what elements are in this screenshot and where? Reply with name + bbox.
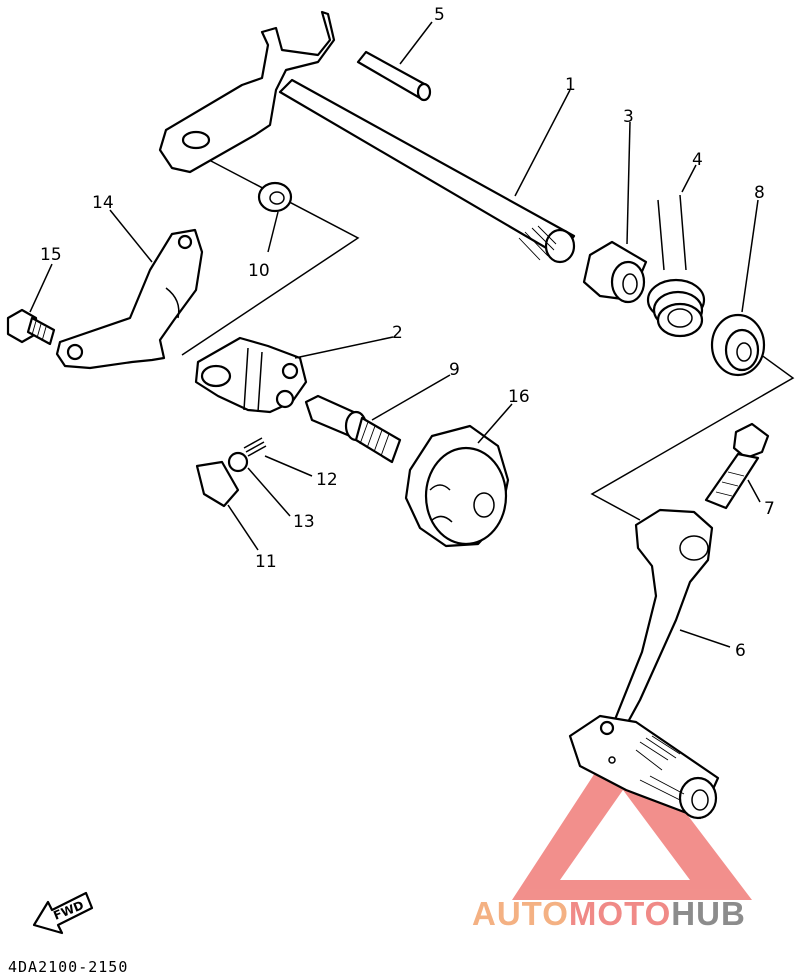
pawl-part-11 <box>195 460 240 508</box>
segment-part-2 <box>194 336 308 414</box>
shift-pedal-part-6 <box>568 508 720 820</box>
spring-part-12 <box>243 437 267 457</box>
callout-13: 13 <box>293 512 315 532</box>
pin-part-5 <box>356 50 432 102</box>
watermark-hub: HUB <box>671 895 746 932</box>
callout-7: 7 <box>764 499 775 519</box>
callout-11: 11 <box>255 552 277 572</box>
pin-part-13 <box>227 451 249 473</box>
bolt-part-7 <box>704 422 770 510</box>
callout-2: 2 <box>392 323 403 343</box>
callout-labels: 1 2 3 4 5 6 7 8 9 10 11 12 13 14 15 16 <box>40 5 775 661</box>
bolt-part-9 <box>304 394 402 464</box>
bolt-part-15 <box>6 308 56 346</box>
callout-8: 8 <box>754 183 765 203</box>
part-code: 4DA2100-2150 <box>8 958 129 976</box>
leader-lines <box>29 21 761 648</box>
watermark-auto: AUTO <box>472 895 569 932</box>
callout-3: 3 <box>623 107 634 127</box>
callout-10: 10 <box>248 261 270 281</box>
callout-5: 5 <box>434 5 445 25</box>
callout-9: 9 <box>449 360 460 380</box>
callout-6: 6 <box>735 641 746 661</box>
callout-16: 16 <box>508 387 530 407</box>
callout-1: 1 <box>565 75 576 95</box>
callout-14: 14 <box>92 193 114 213</box>
fwd-direction-arrow: FWD <box>32 891 94 935</box>
callout-15: 15 <box>40 245 62 265</box>
shift-cam-part-16 <box>404 424 510 548</box>
collar-part-3 <box>582 240 648 304</box>
watermark-logo: AUTOMOTOHUB <box>472 895 746 933</box>
spring-part-4 <box>646 194 706 338</box>
watermark-triangle <box>512 730 752 900</box>
seal-part-8 <box>710 313 766 377</box>
callout-12: 12 <box>316 470 338 490</box>
washer-part-10 <box>257 181 293 213</box>
stopper-lever-part-14 <box>55 228 204 370</box>
callout-4: 4 <box>692 150 703 170</box>
shift-shaft-part-1 <box>158 10 576 264</box>
watermark-moto: MOTO <box>568 895 672 932</box>
